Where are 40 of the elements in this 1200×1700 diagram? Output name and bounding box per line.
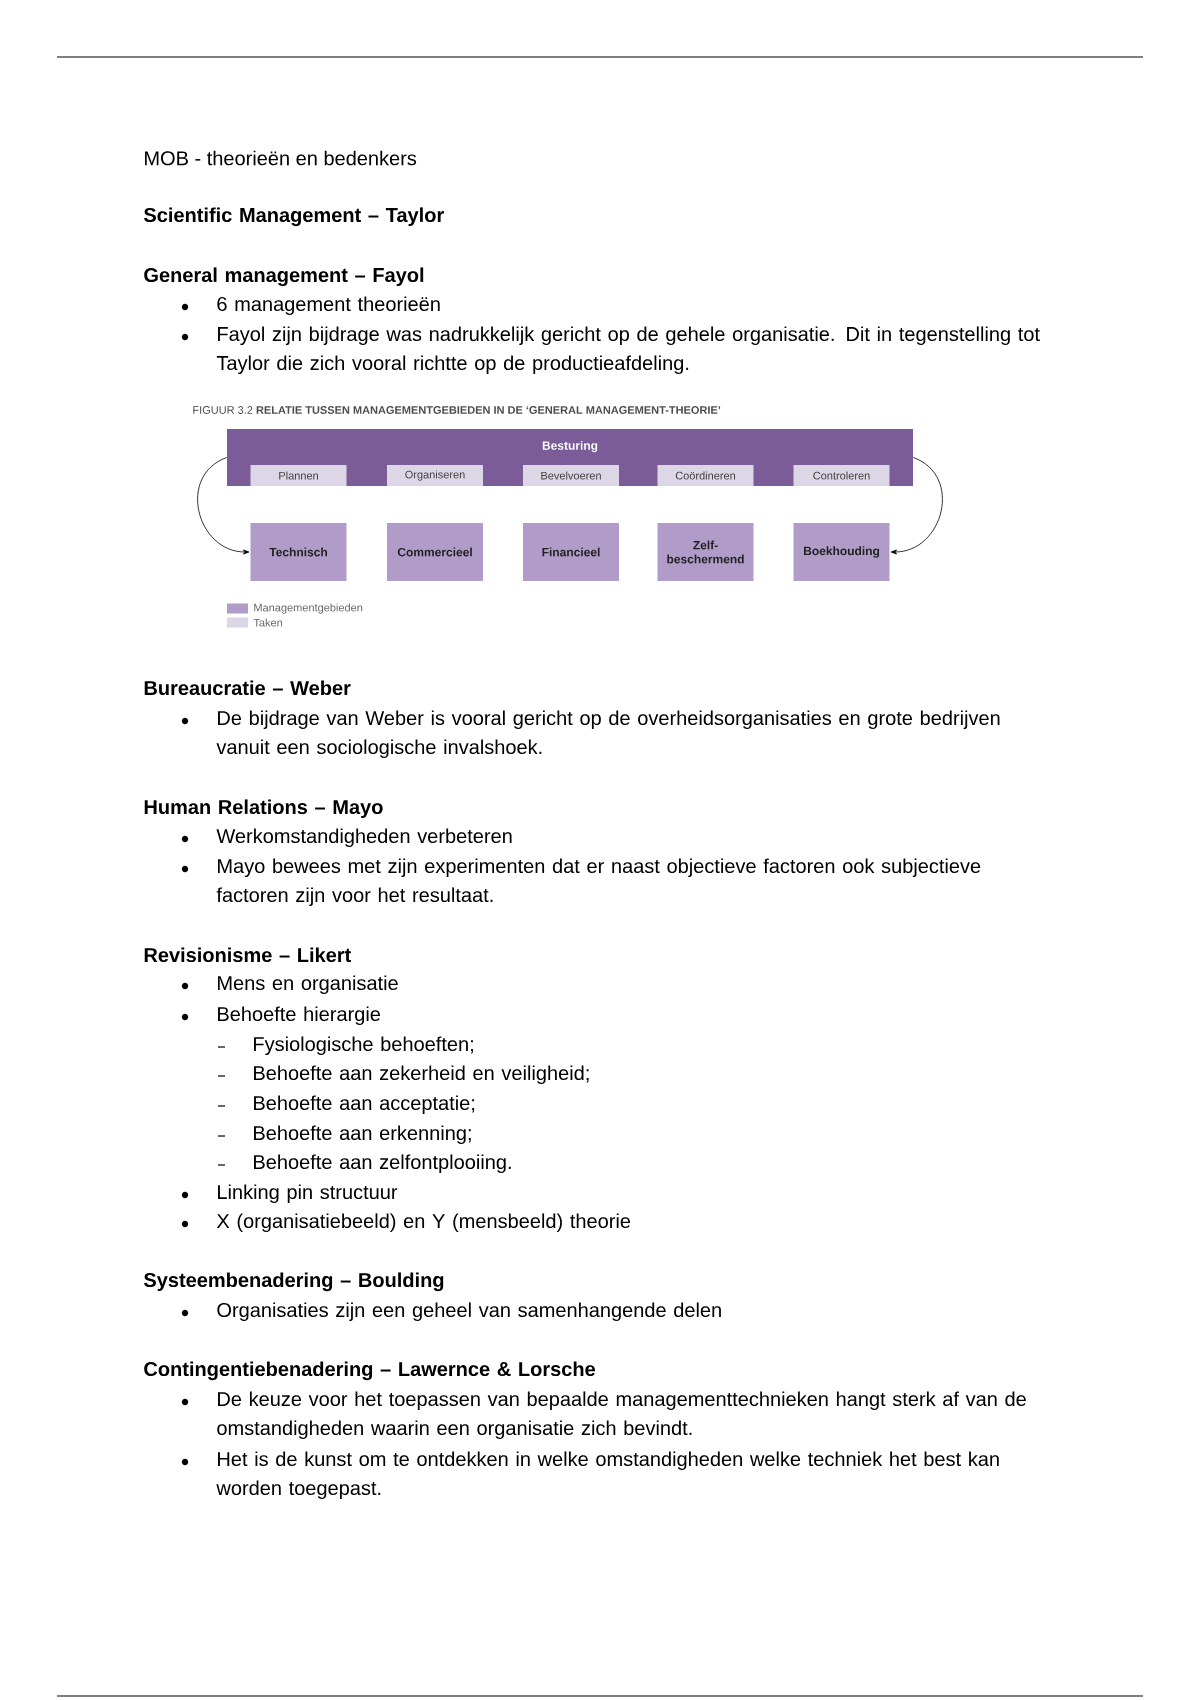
list-text: Behoefte aan erkenning;: [254, 1125, 471, 1145]
bullet-text: X (organisatiebeeld) en Y (mensbeeld) theorie: [216, 1213, 631, 1233]
bullet-text: Organisaties zijn een geheel van samenhangende delen: [217, 1302, 721, 1322]
area-box: Financieel: [523, 523, 619, 581]
bullet-text: 6 management theorieën: [217, 296, 440, 316]
bullet-text: Linking pin structuur: [218, 1184, 398, 1204]
curved-arrow: [197, 457, 250, 555]
bullet-text: Mens en organisatie: [218, 975, 398, 995]
section-heading: General management – Fayol: [144, 267, 424, 287]
bullet-text: De keuze voor het toepassen van bepaalde managementtechnieken hangt sterk af van de omstandigheden waarin een organisatie zich bevindt.: [217, 1391, 1026, 1440]
section-heading: Bureaucratie – Weber: [144, 680, 351, 696]
bullet-text: Werkomstandigheden verbeteren: [216, 828, 512, 848]
bullet-text: De bijdrage van Weber is vooral gericht op de overheidsorganisaties en grote bedrijven vanuit een sociologische invalshoek.: [216, 710, 1000, 759]
area-box: Technisch: [250, 523, 347, 581]
curved-arrow: [890, 457, 943, 555]
bullet-text: Fayol zijn bijdrage was nadrukkelijk gericht op de gehele organisatie. Dit in tegenstelling tot Taylor die zich vooral richtte op de productieafdeling.: [216, 326, 1040, 375]
bullet-text: Behoefte hierargie: [218, 1006, 381, 1026]
legend-text: Taken: [253, 618, 283, 627]
task-box: Organiseren: [387, 465, 483, 486]
task-box: Coördineren: [657, 465, 754, 486]
section-heading: Scientific Management – Taylor: [143, 207, 444, 227]
task-box: Plannen: [250, 465, 347, 486]
area-box: Boekhouding: [793, 523, 890, 581]
section-heading: Revisionisme – Likert: [144, 947, 351, 963]
section-heading: Contingentiebenadering – Lawernce & Lorsche: [144, 1361, 595, 1381]
list-text: Fysiologische behoeften;: [254, 1036, 473, 1056]
list-text: Behoefte aan acceptatie;: [254, 1095, 475, 1115]
section-heading: Human Relations – Mayo: [144, 799, 383, 819]
list-text: Behoefte aan zelfontplooiing.: [254, 1154, 511, 1174]
bullet-text: Het is de kunst om te ontdekken in welke omstandigheden welke techniek het best kan worden toegepast.: [216, 1451, 999, 1500]
legend-text: Managementgebieden: [254, 603, 363, 614]
task-box: Controleren: [793, 465, 890, 486]
list-text: Behoefte aan zekerheid en veiligheid;: [254, 1065, 589, 1085]
section-heading: Systeembenadering – Boulding: [143, 1272, 444, 1292]
area-box: Zelf-beschermend: [657, 523, 754, 581]
bullet-text: Mayo bewees met zijn experimenten dat er naast objectieve factoren ook subjectieve factoren zijn voor het resultaat.: [216, 858, 981, 907]
task-box: Bevelvoeren: [523, 465, 619, 486]
figure-caption: FIGUUR 3.2 RELATIE TUSSEN MANAGEMENTGEBIEDEN IN DE ‘GENERAL MANAGEMENT-THEORIE’: [193, 406, 721, 414]
page-title: MOB - theorieën en bedenkers: [145, 150, 417, 166]
area-box: Commercieel: [387, 523, 483, 581]
